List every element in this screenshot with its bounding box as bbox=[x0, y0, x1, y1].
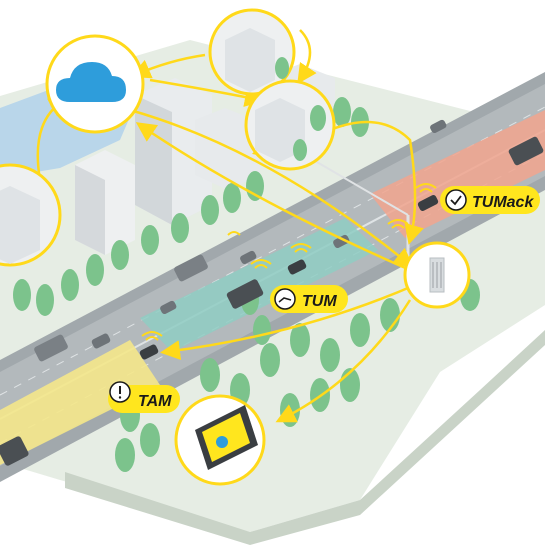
zoom-bubble-buildings-left bbox=[0, 163, 62, 267]
tam-label[interactable]: TAM bbox=[108, 381, 180, 413]
tumack-label-text: TUMack bbox=[472, 194, 534, 211]
vehicles bbox=[0, 119, 544, 466]
cloud-bubble bbox=[45, 34, 145, 134]
tum-label[interactable]: TUM bbox=[270, 285, 348, 313]
tum-label-text: TUM bbox=[302, 293, 337, 310]
trees bbox=[13, 97, 480, 472]
tam-zone bbox=[0, 340, 160, 465]
vehicle-display-icon bbox=[195, 405, 258, 470]
zoom-bubble-buildings-top bbox=[208, 8, 296, 96]
zoom-bubble-buildings-right bbox=[244, 79, 336, 171]
check-circle-icon bbox=[445, 189, 467, 211]
roadside-arm bbox=[309, 157, 409, 216]
building-block bbox=[75, 150, 135, 255]
roadside-unit-bubble[interactable] bbox=[403, 241, 471, 309]
in-vehicle-display-bubble[interactable] bbox=[174, 394, 266, 486]
roadside-antenna-icon bbox=[429, 257, 445, 293]
tumack-label[interactable]: TUMack bbox=[440, 186, 540, 214]
cloud-icon bbox=[56, 62, 126, 102]
signal-icons bbox=[141, 183, 437, 341]
tam-label-text: TAM bbox=[138, 393, 172, 410]
